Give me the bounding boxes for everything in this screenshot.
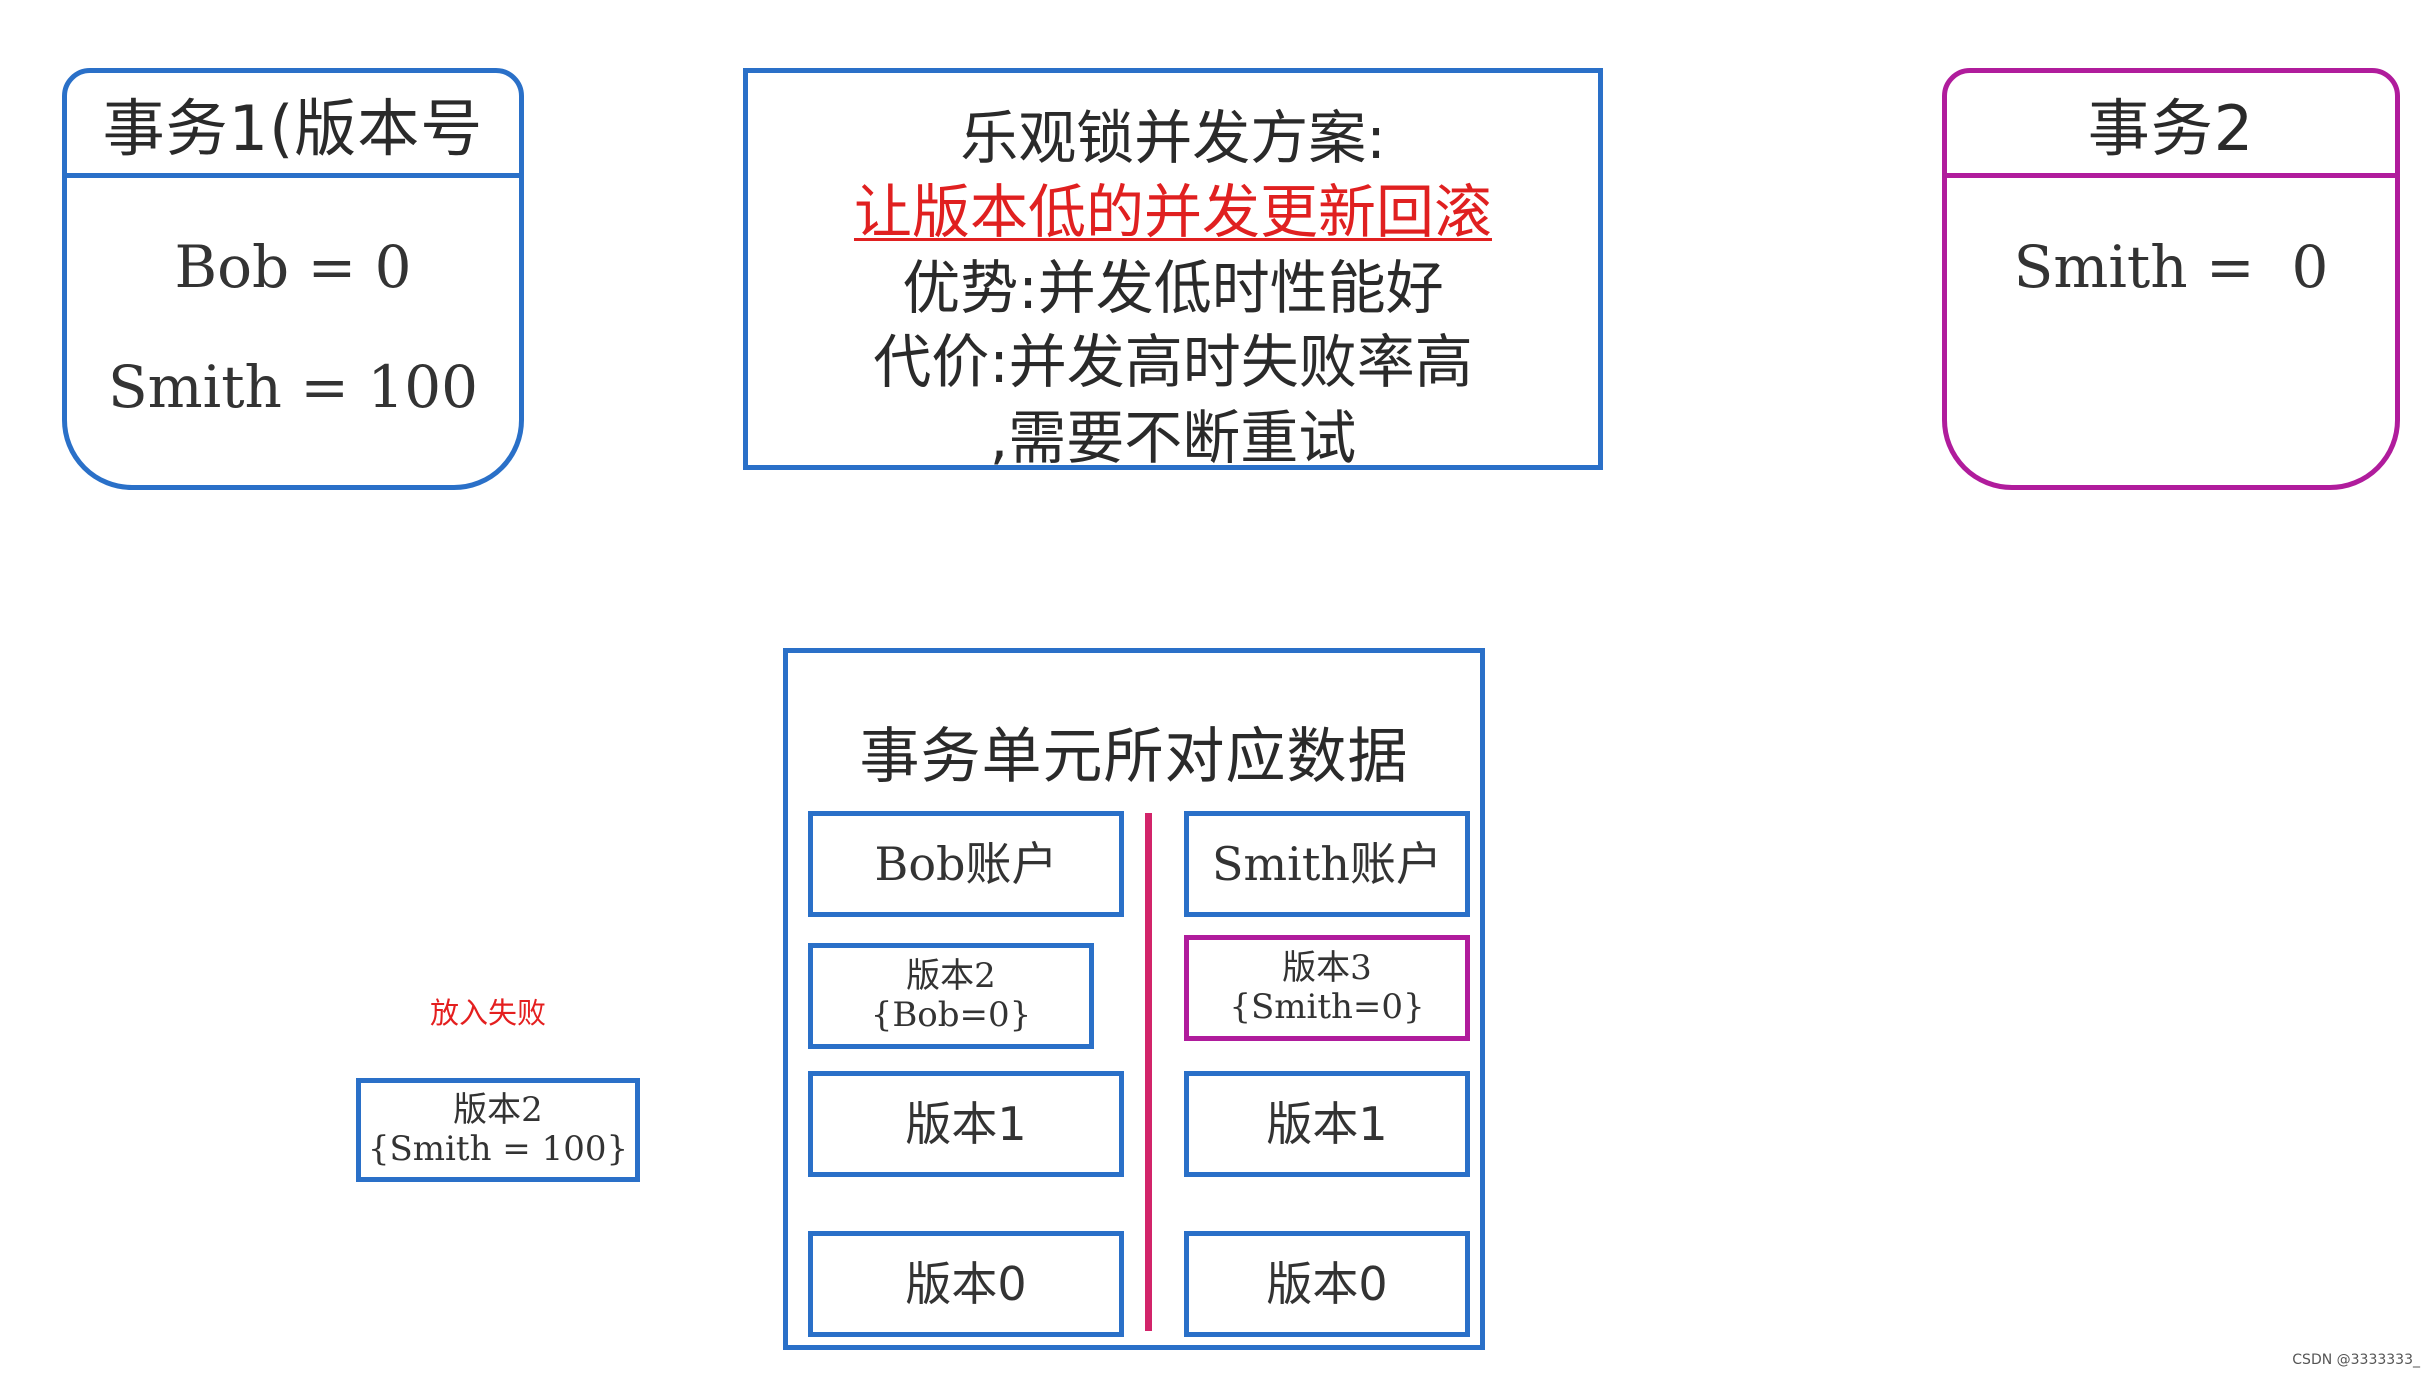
- smith-account-header: Smith账户: [1184, 811, 1470, 917]
- rejected-version-cell: 版本2 {Smith = 100}: [356, 1078, 640, 1182]
- strategy-title: 乐观锁并发方案:: [960, 104, 1386, 172]
- transaction2-smith-value: Smith = 0: [2013, 233, 2329, 301]
- smith-version3-label: 版本3: [1282, 947, 1372, 988]
- transaction1-smith-value: Smith = 100: [107, 353, 479, 421]
- transaction-data-panel: 事务单元所对应数据 Bob账户 版本2 {Bob=0} 版本1 版本0 Smit…: [783, 648, 1485, 1350]
- data-panel-title: 事务单元所对应数据: [859, 722, 1409, 792]
- transaction1-title: 事务1(版本号: [67, 73, 519, 178]
- bob-version2-label: 版本2: [906, 955, 996, 996]
- insert-failed-label: 放入失败: [430, 996, 547, 1030]
- csdn-watermark: CSDN @3333333_: [2292, 1352, 2420, 1368]
- transaction1-bob-value: Bob = 0: [174, 233, 412, 301]
- rejected-version-value: {Smith = 100}: [367, 1129, 629, 1169]
- column-divider: [1145, 813, 1152, 1331]
- bob-version1-cell: 版本1: [808, 1071, 1124, 1177]
- optimistic-lock-strategy-box: 乐观锁并发方案: 让版本低的并发更新回滚 优势:并发低时性能好 代价:并发高时失…: [743, 68, 1603, 472]
- smith-version3-value: {Smith=0}: [1229, 987, 1425, 1027]
- bob-account-header: Bob账户: [808, 811, 1124, 917]
- smith-version3-cell: 版本3 {Smith=0}: [1184, 935, 1470, 1041]
- smith-version0-cell: 版本0: [1184, 1231, 1470, 1337]
- smith-version1-cell: 版本1: [1184, 1071, 1470, 1177]
- strategy-retry: ,需要不断重试: [989, 404, 1357, 472]
- strategy-cost: 代价:并发高时失败率高: [873, 328, 1473, 396]
- transaction2-card: 事务2 Smith = 0: [1942, 68, 2400, 490]
- bob-version0-cell: 版本0: [808, 1231, 1124, 1337]
- strategy-rollback-rule: 让版本低的并发更新回滚: [853, 178, 1492, 246]
- transaction1-card: 事务1(版本号 Bob = 0 Smith = 100: [62, 68, 524, 490]
- transaction2-title: 事务2: [1947, 73, 2395, 178]
- rejected-version-label: 版本2: [453, 1089, 543, 1130]
- bob-version2-value: {Bob=0}: [870, 995, 1032, 1035]
- strategy-advantage: 优势:并发低时性能好: [902, 254, 1444, 322]
- bob-version2-cell: 版本2 {Bob=0}: [808, 943, 1094, 1049]
